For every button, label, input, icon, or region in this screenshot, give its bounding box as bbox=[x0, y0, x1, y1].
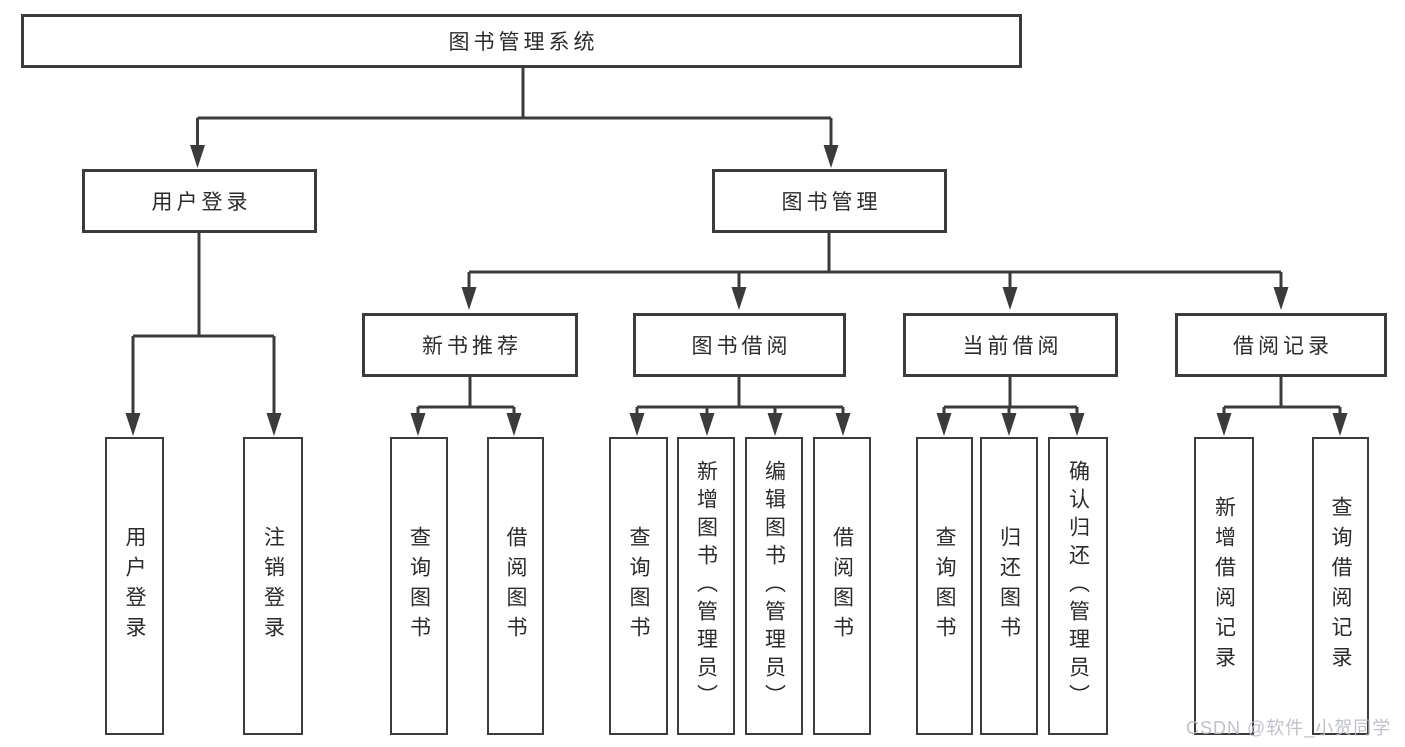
node-book-mgmt-label: 图书管理 bbox=[781, 191, 882, 214]
arrow-to-leaf-logout bbox=[266, 413, 282, 436]
node-leaf-bb-query-book: 查询图书 bbox=[609, 437, 668, 735]
node-leaf-cb-return-book-label: 归还图书 bbox=[997, 526, 1021, 646]
node-leaf-user-login-label: 用户登录 bbox=[123, 526, 146, 646]
arrow-to-leaf-user-login bbox=[125, 413, 141, 436]
arrow-to-bb-add-book bbox=[699, 413, 715, 436]
node-leaf-br-add-record-label: 新增借阅记录 bbox=[1212, 496, 1236, 676]
node-book-borrow-label: 图书借阅 bbox=[691, 335, 792, 358]
node-root: 图书管理系统 bbox=[21, 14, 1022, 68]
node-book-mgmt: 图书管理 bbox=[712, 169, 947, 233]
node-leaf-bb-add-book-label: 新增图书（管理员） bbox=[694, 460, 718, 712]
edge-root-split bbox=[196, 68, 833, 147]
node-new-book-rec-label: 新书推荐 bbox=[422, 335, 522, 358]
arrow-to-cb-return-book bbox=[1001, 413, 1017, 436]
node-leaf-rec-borrow-book-label: 借阅图书 bbox=[504, 526, 527, 646]
arrow-to-rec-query-book bbox=[410, 413, 426, 436]
arrow-to-bb-borrow-book bbox=[835, 413, 851, 436]
node-leaf-rec-borrow-book: 借阅图书 bbox=[487, 437, 544, 735]
node-leaf-cb-confirm-return-label: 确认归还（管理员） bbox=[1066, 460, 1090, 712]
node-leaf-bb-borrow-book-label: 借阅图书 bbox=[830, 526, 854, 646]
arrow-to-cb-query-book bbox=[936, 413, 952, 436]
node-leaf-cb-query-book-label: 查询图书 bbox=[933, 526, 956, 646]
arrow-to-borrow-records bbox=[1273, 287, 1289, 310]
node-leaf-cb-query-book: 查询图书 bbox=[916, 437, 973, 735]
node-leaf-rec-query-book-label: 查询图书 bbox=[407, 526, 431, 646]
node-leaf-bb-add-book: 新增图书（管理员） bbox=[677, 437, 735, 735]
edge-user-login-split bbox=[131, 233, 276, 415]
node-new-book-rec: 新书推荐 bbox=[362, 313, 578, 377]
node-leaf-br-query-record-label: 查询借阅记录 bbox=[1329, 496, 1352, 676]
node-leaf-bb-edit-book: 编辑图书（管理员） bbox=[745, 437, 803, 735]
arrow-to-current-borrow bbox=[1002, 287, 1018, 310]
node-root-label: 图书管理系统 bbox=[448, 31, 599, 54]
node-current-borrow-label: 当前借阅 bbox=[962, 335, 1063, 358]
node-leaf-bb-query-book-label: 查询图书 bbox=[627, 526, 650, 646]
arrow-to-bb-query-book bbox=[629, 413, 645, 436]
arrow-to-rec-borrow-book bbox=[506, 413, 522, 436]
arrow-to-cb-confirm-return bbox=[1069, 413, 1085, 436]
arrow-to-bb-edit-book bbox=[767, 413, 783, 436]
node-leaf-br-query-record: 查询借阅记录 bbox=[1312, 437, 1369, 735]
node-leaf-rec-query-book: 查询图书 bbox=[390, 437, 448, 735]
edge-new-book-rec-split bbox=[416, 377, 516, 415]
node-borrow-records-label: 借阅记录 bbox=[1233, 335, 1333, 358]
node-leaf-logout: 注销登录 bbox=[243, 437, 303, 735]
node-leaf-user-login: 用户登录 bbox=[105, 437, 164, 735]
arrow-to-user-login bbox=[190, 145, 205, 168]
edge-book-borrow-split bbox=[635, 377, 845, 415]
node-leaf-cb-confirm-return: 确认归还（管理员） bbox=[1048, 437, 1108, 735]
node-current-borrow: 当前借阅 bbox=[903, 313, 1118, 377]
arrow-to-book-borrow bbox=[731, 287, 747, 310]
node-leaf-bb-edit-book-label: 编辑图书（管理员） bbox=[762, 460, 786, 712]
arrowheads bbox=[125, 145, 1348, 436]
csdn-watermark: CSDN @软件_小贺同学 bbox=[1186, 718, 1392, 738]
tree-edges bbox=[131, 68, 1342, 415]
arrow-to-br-add-record bbox=[1216, 413, 1232, 436]
node-leaf-bb-borrow-book: 借阅图书 bbox=[813, 437, 871, 735]
arrow-to-br-query-record bbox=[1332, 413, 1348, 436]
node-user-login-label: 用户登录 bbox=[151, 191, 252, 214]
edge-book-mgmt-split bbox=[467, 233, 1283, 289]
node-leaf-br-add-record: 新增借阅记录 bbox=[1194, 437, 1254, 735]
arrow-to-new-book-rec bbox=[461, 287, 477, 310]
node-leaf-cb-return-book: 归还图书 bbox=[980, 437, 1038, 735]
edge-current-borrow-split bbox=[942, 377, 1079, 415]
edge-borrow-records-split bbox=[1222, 377, 1342, 415]
node-borrow-records: 借阅记录 bbox=[1175, 313, 1387, 377]
node-user-login: 用户登录 bbox=[82, 169, 317, 233]
arrow-to-book-mgmt bbox=[823, 145, 839, 168]
node-leaf-logout-label: 注销登录 bbox=[261, 526, 285, 646]
node-book-borrow: 图书借阅 bbox=[633, 313, 846, 377]
